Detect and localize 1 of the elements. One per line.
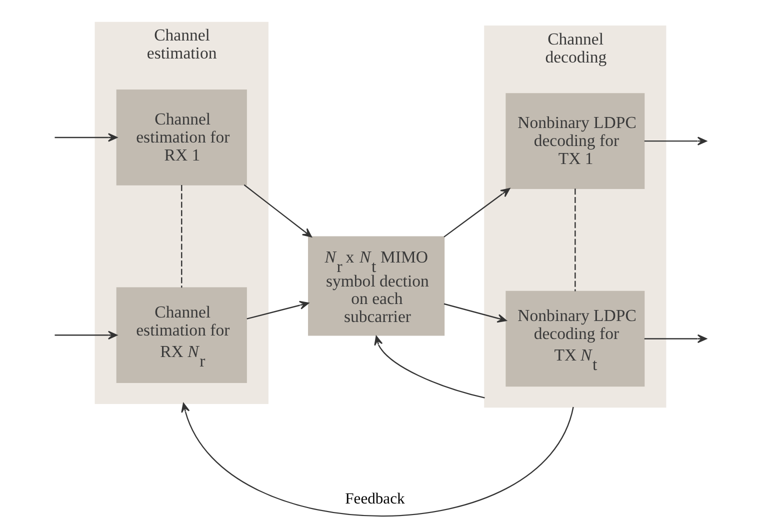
edge-label: Feedback <box>345 490 405 508</box>
